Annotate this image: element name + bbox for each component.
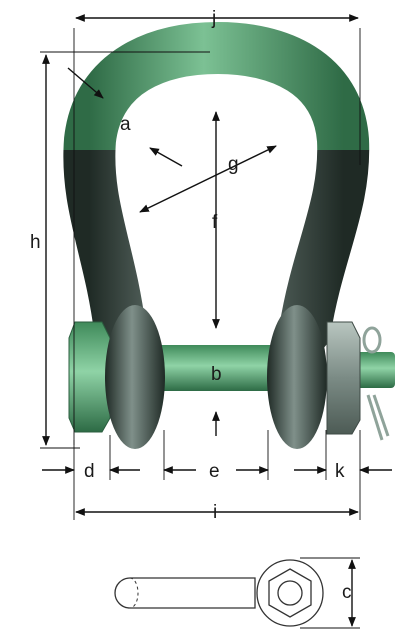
pin-shaft: [150, 345, 285, 391]
label-b: b: [211, 364, 222, 385]
nut: [326, 321, 361, 435]
shackle-eye-left: [105, 305, 165, 449]
label-c: c: [342, 582, 352, 603]
shackle-body: [63, 21, 370, 356]
label-a: a: [120, 114, 131, 135]
label-i: i: [213, 502, 217, 523]
pin-tail: [355, 352, 395, 388]
pin-head: [68, 321, 111, 433]
label-e: e: [209, 461, 220, 482]
label-d: d: [84, 461, 95, 482]
label-k: k: [335, 461, 345, 482]
dimension-g-short: [149, 147, 183, 167]
shackle-eye-right: [267, 305, 327, 449]
cotter-pin: [362, 326, 390, 441]
dimension-g-long: [139, 145, 277, 213]
pin-top-view: [114, 559, 324, 627]
label-g: g: [228, 154, 239, 175]
label-j: j: [211, 8, 216, 29]
dimension-a: [67, 67, 104, 99]
label-f: f: [212, 212, 218, 233]
extension-lines: [40, 28, 361, 520]
label-h: h: [30, 232, 41, 253]
